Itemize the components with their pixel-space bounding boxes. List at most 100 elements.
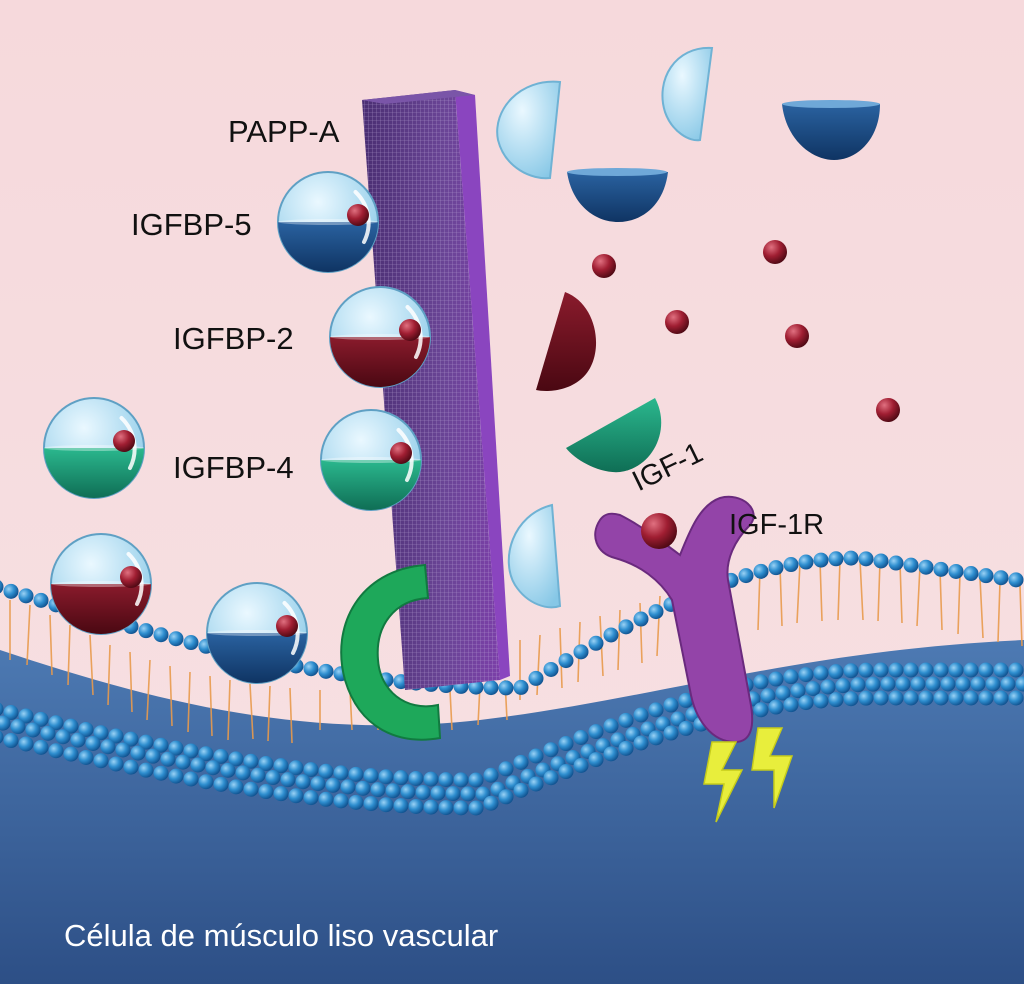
membrane-bead bbox=[235, 765, 251, 781]
membrane-bead bbox=[888, 690, 904, 706]
fragment-navy-2 bbox=[567, 168, 668, 222]
membrane-bead bbox=[925, 676, 941, 692]
membrane-bead bbox=[153, 765, 169, 781]
membrane-bead bbox=[93, 725, 109, 741]
membrane-bead bbox=[400, 784, 416, 800]
membrane-bead bbox=[738, 568, 754, 584]
membrane-bead bbox=[528, 748, 544, 764]
membrane-bead bbox=[430, 785, 446, 801]
membrane-bead bbox=[903, 662, 919, 678]
membrane-bead bbox=[618, 712, 634, 728]
membrane-bead bbox=[168, 740, 184, 756]
membrane-bead bbox=[1000, 676, 1016, 692]
membrane-bead bbox=[873, 662, 889, 678]
membrane-bead bbox=[963, 662, 979, 678]
membrane-bead bbox=[78, 749, 94, 765]
membrane-bead bbox=[130, 745, 146, 761]
igf1-ball bbox=[592, 254, 616, 278]
membrane-bead bbox=[993, 570, 1009, 586]
membrane-bead bbox=[63, 746, 79, 762]
membrane-bead bbox=[978, 662, 994, 678]
membrane-bead bbox=[190, 757, 206, 773]
membrane-bead bbox=[963, 690, 979, 706]
membrane-bead bbox=[348, 794, 364, 810]
membrane-bead bbox=[310, 776, 326, 792]
membrane-bead bbox=[445, 786, 461, 802]
membrane-bead bbox=[895, 676, 911, 692]
membrane-bead bbox=[0, 580, 4, 594]
membrane-bead bbox=[790, 683, 806, 699]
membrane-bead bbox=[123, 731, 139, 747]
membrane-bead bbox=[48, 715, 64, 731]
membrane-bead bbox=[993, 662, 1009, 678]
membrane-bead bbox=[940, 676, 956, 692]
membrane-bead bbox=[318, 763, 334, 779]
membrane-bead bbox=[588, 752, 604, 768]
membrane-bead bbox=[168, 631, 184, 647]
membrane-bead bbox=[468, 772, 484, 788]
membrane-bead bbox=[970, 676, 986, 692]
membrane-bead bbox=[198, 774, 214, 790]
membrane-bead bbox=[138, 623, 154, 639]
membrane-bead bbox=[843, 550, 859, 566]
membrane-bead bbox=[603, 746, 619, 762]
membrane-bead bbox=[918, 559, 934, 575]
membrane-bead bbox=[160, 751, 176, 767]
lipid-tails bbox=[9, 559, 1023, 744]
membrane-bead bbox=[303, 790, 319, 806]
membrane-bead bbox=[48, 743, 64, 759]
membrane-bead bbox=[273, 786, 289, 802]
igf1-ball bbox=[276, 615, 298, 637]
membrane-bead bbox=[363, 768, 379, 784]
membrane-bead bbox=[145, 748, 161, 764]
membrane-bead bbox=[813, 665, 829, 681]
membrane-bead bbox=[933, 690, 949, 706]
membrane-bead bbox=[355, 780, 371, 796]
membrane-bead bbox=[3, 705, 19, 721]
igfbp2-sphere-left bbox=[50, 533, 152, 635]
membrane-bead bbox=[1015, 676, 1024, 692]
membrane-bead bbox=[588, 724, 604, 740]
membrane-bead bbox=[633, 735, 649, 751]
fragment-light-3 bbox=[507, 503, 562, 609]
membrane-bead bbox=[0, 730, 4, 744]
membrane-bead bbox=[543, 742, 559, 758]
membrane-bead bbox=[858, 551, 874, 567]
igf1-ball bbox=[399, 319, 421, 341]
membrane-bead bbox=[978, 568, 994, 584]
membrane-bead bbox=[333, 765, 349, 781]
membrane-bead bbox=[0, 715, 11, 731]
igf1-ball bbox=[347, 204, 369, 226]
membrane-bead bbox=[933, 662, 949, 678]
membrane-bead bbox=[363, 796, 379, 812]
membrane-bead bbox=[798, 695, 814, 711]
membrane-bead bbox=[963, 566, 979, 582]
membrane-bead bbox=[123, 759, 139, 775]
cell-caption: Célula de músculo liso vascular bbox=[64, 918, 499, 953]
membrane-bead bbox=[220, 762, 236, 778]
igfbp4-sphere-left bbox=[43, 397, 145, 499]
membrane-bead bbox=[633, 707, 649, 723]
membrane-bead bbox=[768, 671, 784, 687]
membrane-bead bbox=[663, 725, 679, 741]
membrane-bead bbox=[393, 798, 409, 814]
membrane-bead bbox=[18, 736, 34, 752]
membrane-bead bbox=[265, 770, 281, 786]
igf1-ball bbox=[390, 442, 412, 464]
label-igf1r: IGF-1R bbox=[729, 509, 825, 541]
membrane-bead bbox=[528, 776, 544, 792]
membrane-bead bbox=[40, 725, 56, 741]
membrane-bead bbox=[483, 680, 499, 696]
label-igfbp2: IGFBP-2 bbox=[173, 321, 294, 356]
membrane-bead bbox=[798, 667, 814, 683]
membrane-bead bbox=[243, 781, 259, 797]
membrane-bead bbox=[85, 735, 101, 751]
fragment-light-1 bbox=[496, 80, 562, 180]
membrane-bead bbox=[205, 760, 221, 776]
membrane-bead bbox=[33, 711, 49, 727]
membrane-bead bbox=[453, 772, 469, 788]
fragment-navy-1 bbox=[782, 100, 880, 160]
membrane-bead bbox=[843, 663, 859, 679]
membrane-bead bbox=[948, 690, 964, 706]
membrane-bead bbox=[175, 754, 191, 770]
